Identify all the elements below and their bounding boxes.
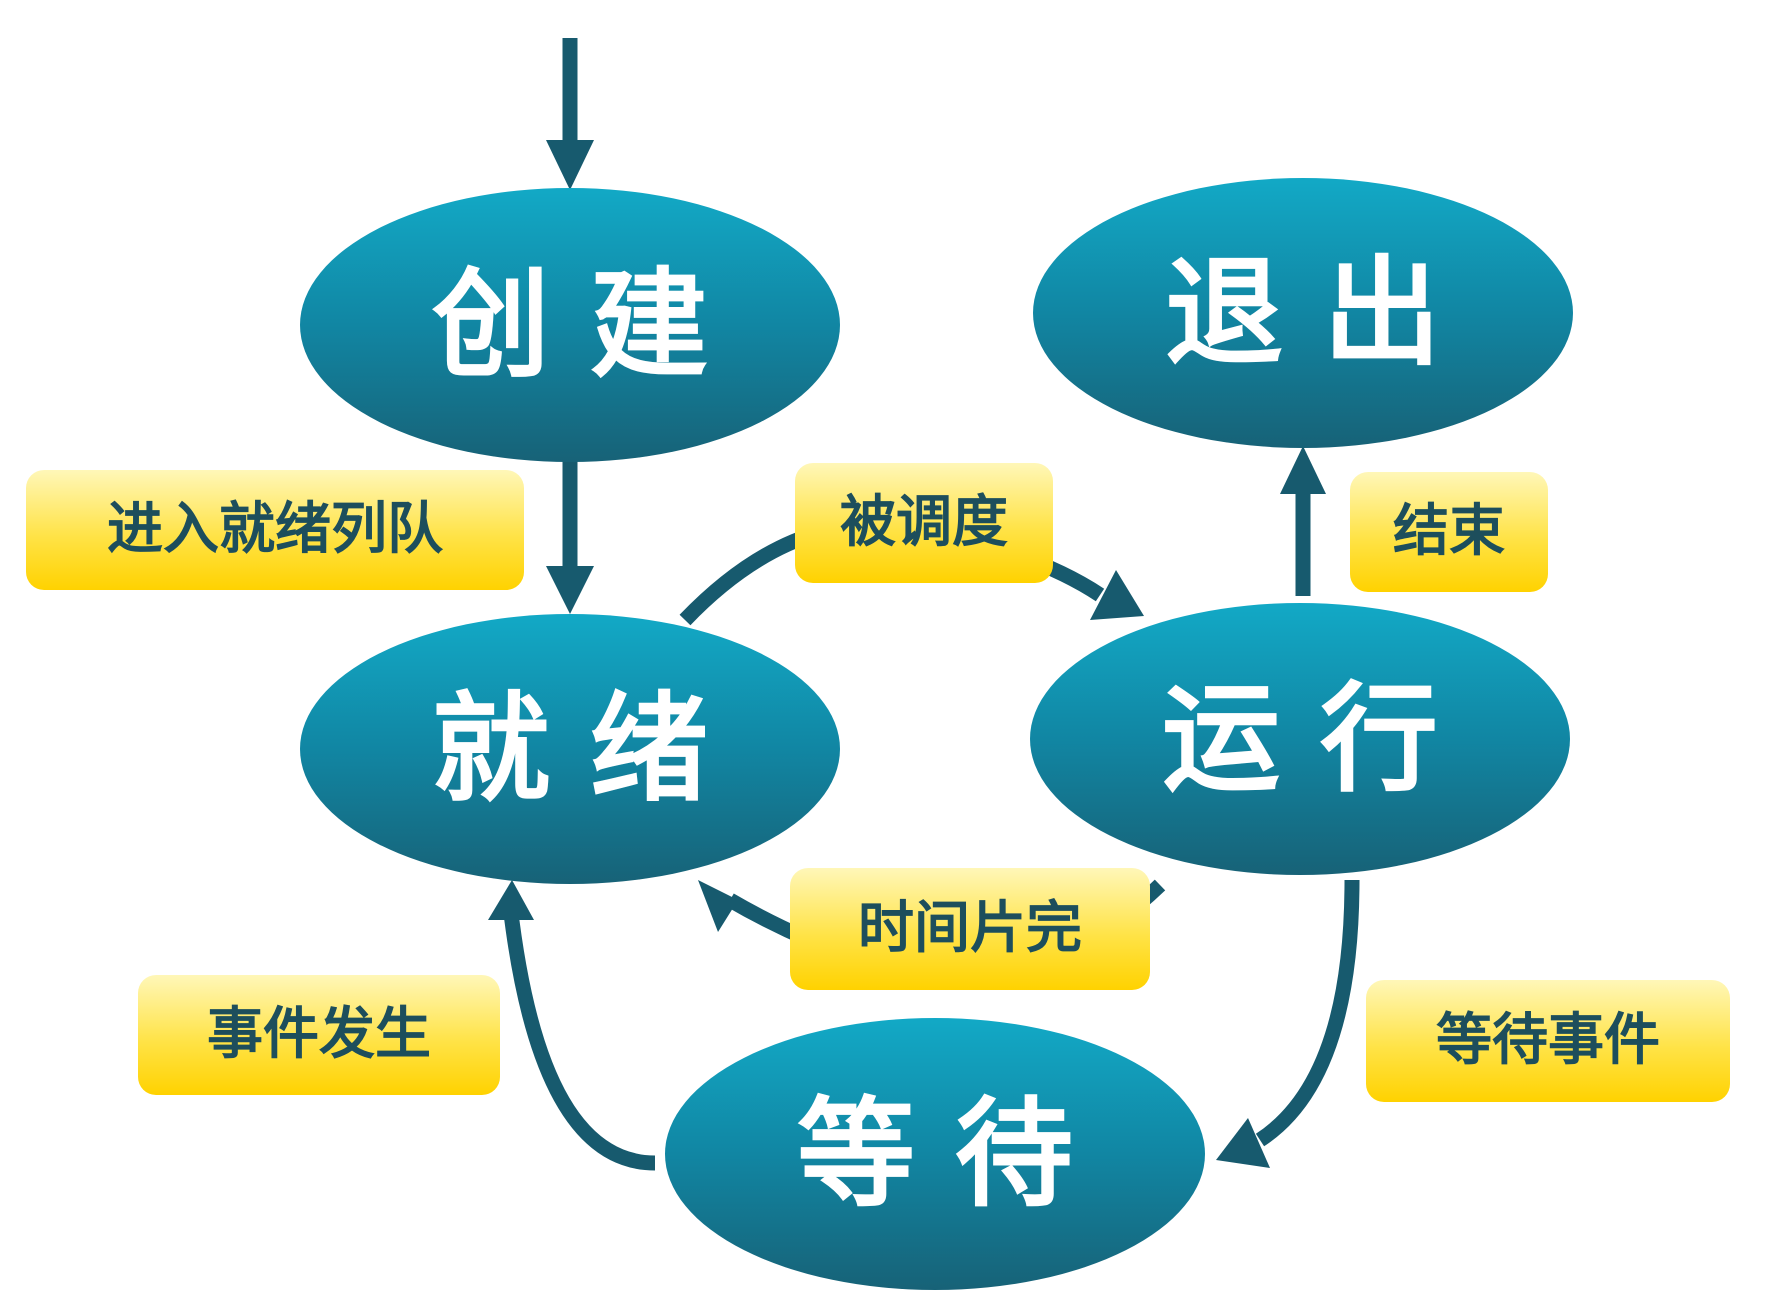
state-running: 运行 <box>1030 603 1570 875</box>
label-wait-for-event-text: 等待事件 <box>1436 1008 1660 1073</box>
state-waiting-label: 等待 <box>796 1085 1113 1223</box>
label-wait-for-event: 等待事件 <box>1366 980 1730 1102</box>
state-exit-label: 退出 <box>1164 244 1481 382</box>
label-time-slice-done-text: 时间片完 <box>858 896 1082 961</box>
entry-arrow-head <box>546 140 594 190</box>
state-ready: 就绪 <box>300 614 840 884</box>
state-ready-label: 就绪 <box>431 680 748 818</box>
state-waiting: 等待 <box>665 1018 1205 1290</box>
label-finish: 结束 <box>1350 472 1548 592</box>
waiting-to-ready-head <box>488 880 534 920</box>
label-finish-text: 结束 <box>1393 499 1505 564</box>
label-event-occurs: 事件发生 <box>138 975 500 1095</box>
label-enter-ready-queue: 进入就绪列队 <box>26 470 524 590</box>
ready-to-running-head <box>1090 570 1144 620</box>
running-to-exit-head <box>1280 446 1326 494</box>
state-running-label: 运行 <box>1161 670 1478 808</box>
running-to-waiting-head <box>1216 1118 1270 1168</box>
create-to-ready-head <box>546 566 594 614</box>
state-create: 创建 <box>300 188 840 462</box>
label-enter-ready-queue-text: 进入就绪列队 <box>107 497 443 562</box>
waiting-to-ready-curve <box>502 904 656 1171</box>
label-event-occurs-text: 事件发生 <box>207 1002 431 1067</box>
label-scheduled-text: 被调度 <box>840 490 1008 555</box>
running-to-waiting-curve <box>1255 879 1360 1147</box>
state-exit: 退出 <box>1033 178 1573 448</box>
state-create-label: 创建 <box>431 256 748 394</box>
label-scheduled: 被调度 <box>795 463 1053 583</box>
running-to-ready-head <box>698 880 738 932</box>
label-time-slice-done: 时间片完 <box>790 868 1150 990</box>
